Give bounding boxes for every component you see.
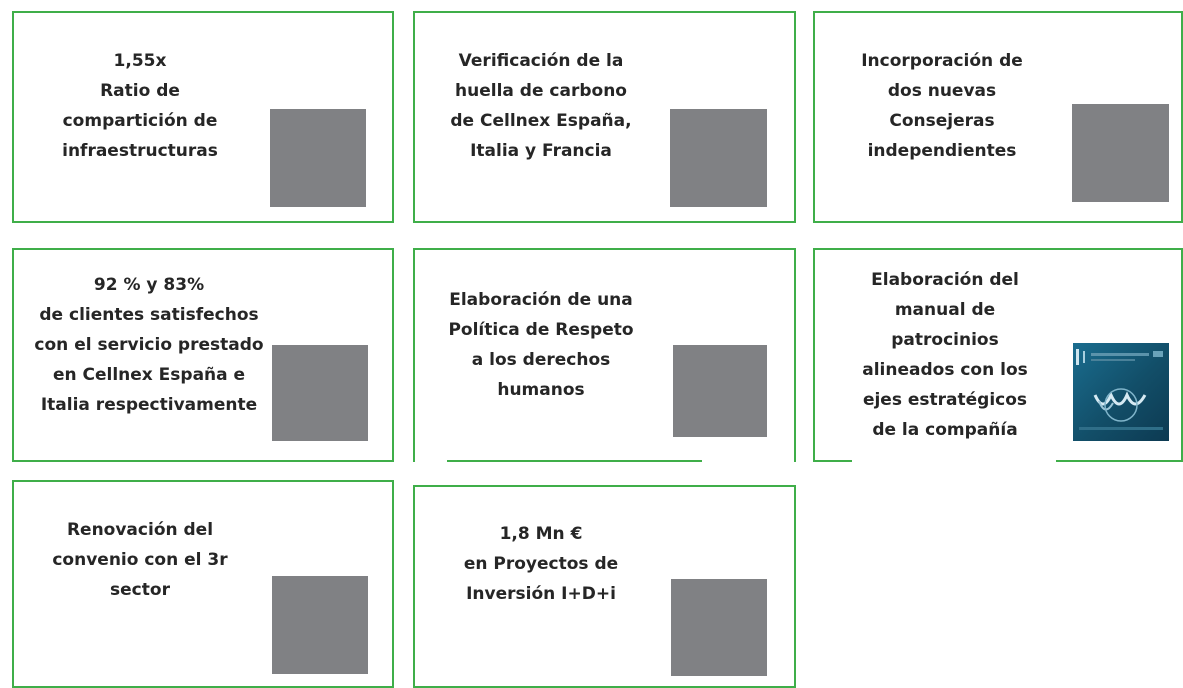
card-highlight: 1,8 Mn € [499, 524, 583, 544]
card-text: Renovación del convenio con el 3r sector [14, 515, 266, 605]
image-placeholder [671, 579, 767, 676]
card-sharing-ratio: 1,55x Ratio de compartición de infraestr… [12, 11, 394, 223]
card-line: Italia y Francia [470, 141, 612, 161]
border-gap [415, 456, 447, 462]
card-line: humanos [497, 380, 585, 400]
image-placeholder [670, 109, 767, 207]
card-line: Elaboración del [871, 270, 1019, 290]
card-highlight: 92 % y 83% [93, 275, 205, 295]
card-text: 92 % y 83% de clientes satisfechos con e… [14, 270, 284, 420]
card-line: Ratio de [100, 81, 180, 101]
card-line: Consejeras [889, 111, 995, 131]
card-text: 1,55x Ratio de compartición de infraestr… [14, 46, 266, 166]
card-line: alineados con los [862, 360, 1028, 380]
card-line: Verificación de la [458, 51, 624, 71]
card-line: de Cellnex España, [450, 111, 632, 131]
card-line: en Proyectos de [463, 554, 619, 574]
card-text: Verificación de la huella de carbono de … [415, 46, 667, 166]
card-line: dos nuevas [887, 81, 997, 101]
card-line: ejes estratégicos [862, 390, 1028, 410]
card-line: sector [110, 580, 170, 600]
card-text: Elaboración del manual de patrocinios al… [815, 265, 1075, 445]
card-line: de la compañía [872, 420, 1018, 440]
card-sponsorship-manual: Elaboración del manual de patrocinios al… [813, 248, 1183, 462]
border-gap [702, 456, 794, 462]
image-placeholder [272, 345, 368, 441]
border-gap [852, 456, 1056, 462]
card-text: Incorporación de dos nuevas Consejeras i… [815, 46, 1069, 166]
card-line: con el servicio prestado [34, 335, 264, 355]
image-placeholder [272, 576, 368, 674]
card-line: independientes [867, 141, 1017, 161]
card-line: convenio con el 3r [52, 550, 228, 570]
card-line: Incorporación de [861, 51, 1023, 71]
card-line: huella de carbono [455, 81, 627, 101]
card-line: Inversión I+D+i [466, 584, 616, 604]
card-line: de clientes satisfechos [39, 305, 259, 325]
image-placeholder [1072, 104, 1169, 202]
card-third-sector-agreement: Renovación del convenio con el 3r sector [12, 480, 394, 688]
card-line: Elaboración de una [449, 290, 633, 310]
card-client-satisfaction: 92 % y 83% de clientes satisfechos con e… [12, 248, 394, 462]
image-placeholder [673, 345, 767, 437]
sponsorship-badge-icon [1073, 343, 1169, 441]
card-line: Política de Respeto [448, 320, 634, 340]
card-line: en Cellnex España e [52, 365, 246, 385]
card-text: Elaboración de una Política de Respeto a… [415, 285, 667, 405]
card-human-rights-policy: Elaboración de una Política de Respeto a… [413, 248, 796, 462]
card-line: manual de [894, 300, 996, 320]
image-placeholder [270, 109, 366, 207]
card-line: a los derechos [471, 350, 611, 370]
card-line: Italia respectivamente [40, 395, 258, 415]
card-text: 1,8 Mn € en Proyectos de Inversión I+D+i [415, 519, 667, 609]
card-carbon-footprint: Verificación de la huella de carbono de … [413, 11, 796, 223]
card-rd-investment: 1,8 Mn € en Proyectos de Inversión I+D+i [413, 485, 796, 688]
card-line: patrocinios [891, 330, 999, 350]
card-new-board-members: Incorporación de dos nuevas Consejeras i… [813, 11, 1183, 223]
card-highlight: 1,55x [113, 51, 167, 71]
card-line: Renovación del [66, 520, 214, 540]
card-line: infraestructuras [62, 141, 218, 161]
card-line: compartición de [62, 111, 218, 131]
